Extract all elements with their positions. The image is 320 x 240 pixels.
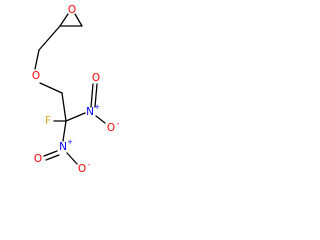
bond-c-n2: [62, 120, 67, 142]
bond-c-n1: [65, 112, 86, 122]
epoxide-oxygen-label: O: [68, 4, 76, 16]
ether-oxygen-label: O: [32, 70, 40, 82]
bond-epoxide-c1-o: [59, 13, 69, 27]
nitro1-minus-label: -: [117, 120, 120, 128]
nitro2-oxygen-single-label: O: [78, 163, 86, 175]
bond-n2-o-double-b: [45, 154, 60, 161]
bond-ch2-cf: [61, 92, 67, 122]
bond-epoxide-o-c2: [74, 13, 83, 27]
bond-n1-o-double-a: [90, 83, 94, 108]
bond-n1-o-double-b: [94, 83, 98, 108]
nitro1-oxygen-single-label: O: [107, 122, 115, 134]
nitro2-plus-label: +: [67, 138, 73, 146]
bond-n1-o-single: [95, 115, 106, 124]
nitro2-minus-label: -: [88, 161, 91, 169]
bond-ether-o-ch2: [39, 82, 63, 94]
fluorine-label: F: [45, 115, 51, 127]
nitro2-oxygen-double-label: O: [34, 153, 42, 165]
bond-ch2-ether-o: [34, 49, 40, 70]
nitro1-plus-label: +: [94, 103, 100, 111]
molecule-canvas: O O F N + O O - N + O O -: [0, 0, 123, 176]
bond-n2-o-single: [66, 152, 78, 165]
nitro1-oxygen-double-label: O: [92, 72, 100, 84]
bond-n2-o-double-a: [43, 150, 58, 157]
bond-c1-ch2: [38, 25, 61, 51]
molecule-structure: O O F N + O O - N + O O -: [32, 4, 120, 175]
nitro1-nitrogen-label: N: [86, 106, 94, 118]
nitro2-nitrogen-label: N: [59, 141, 67, 153]
